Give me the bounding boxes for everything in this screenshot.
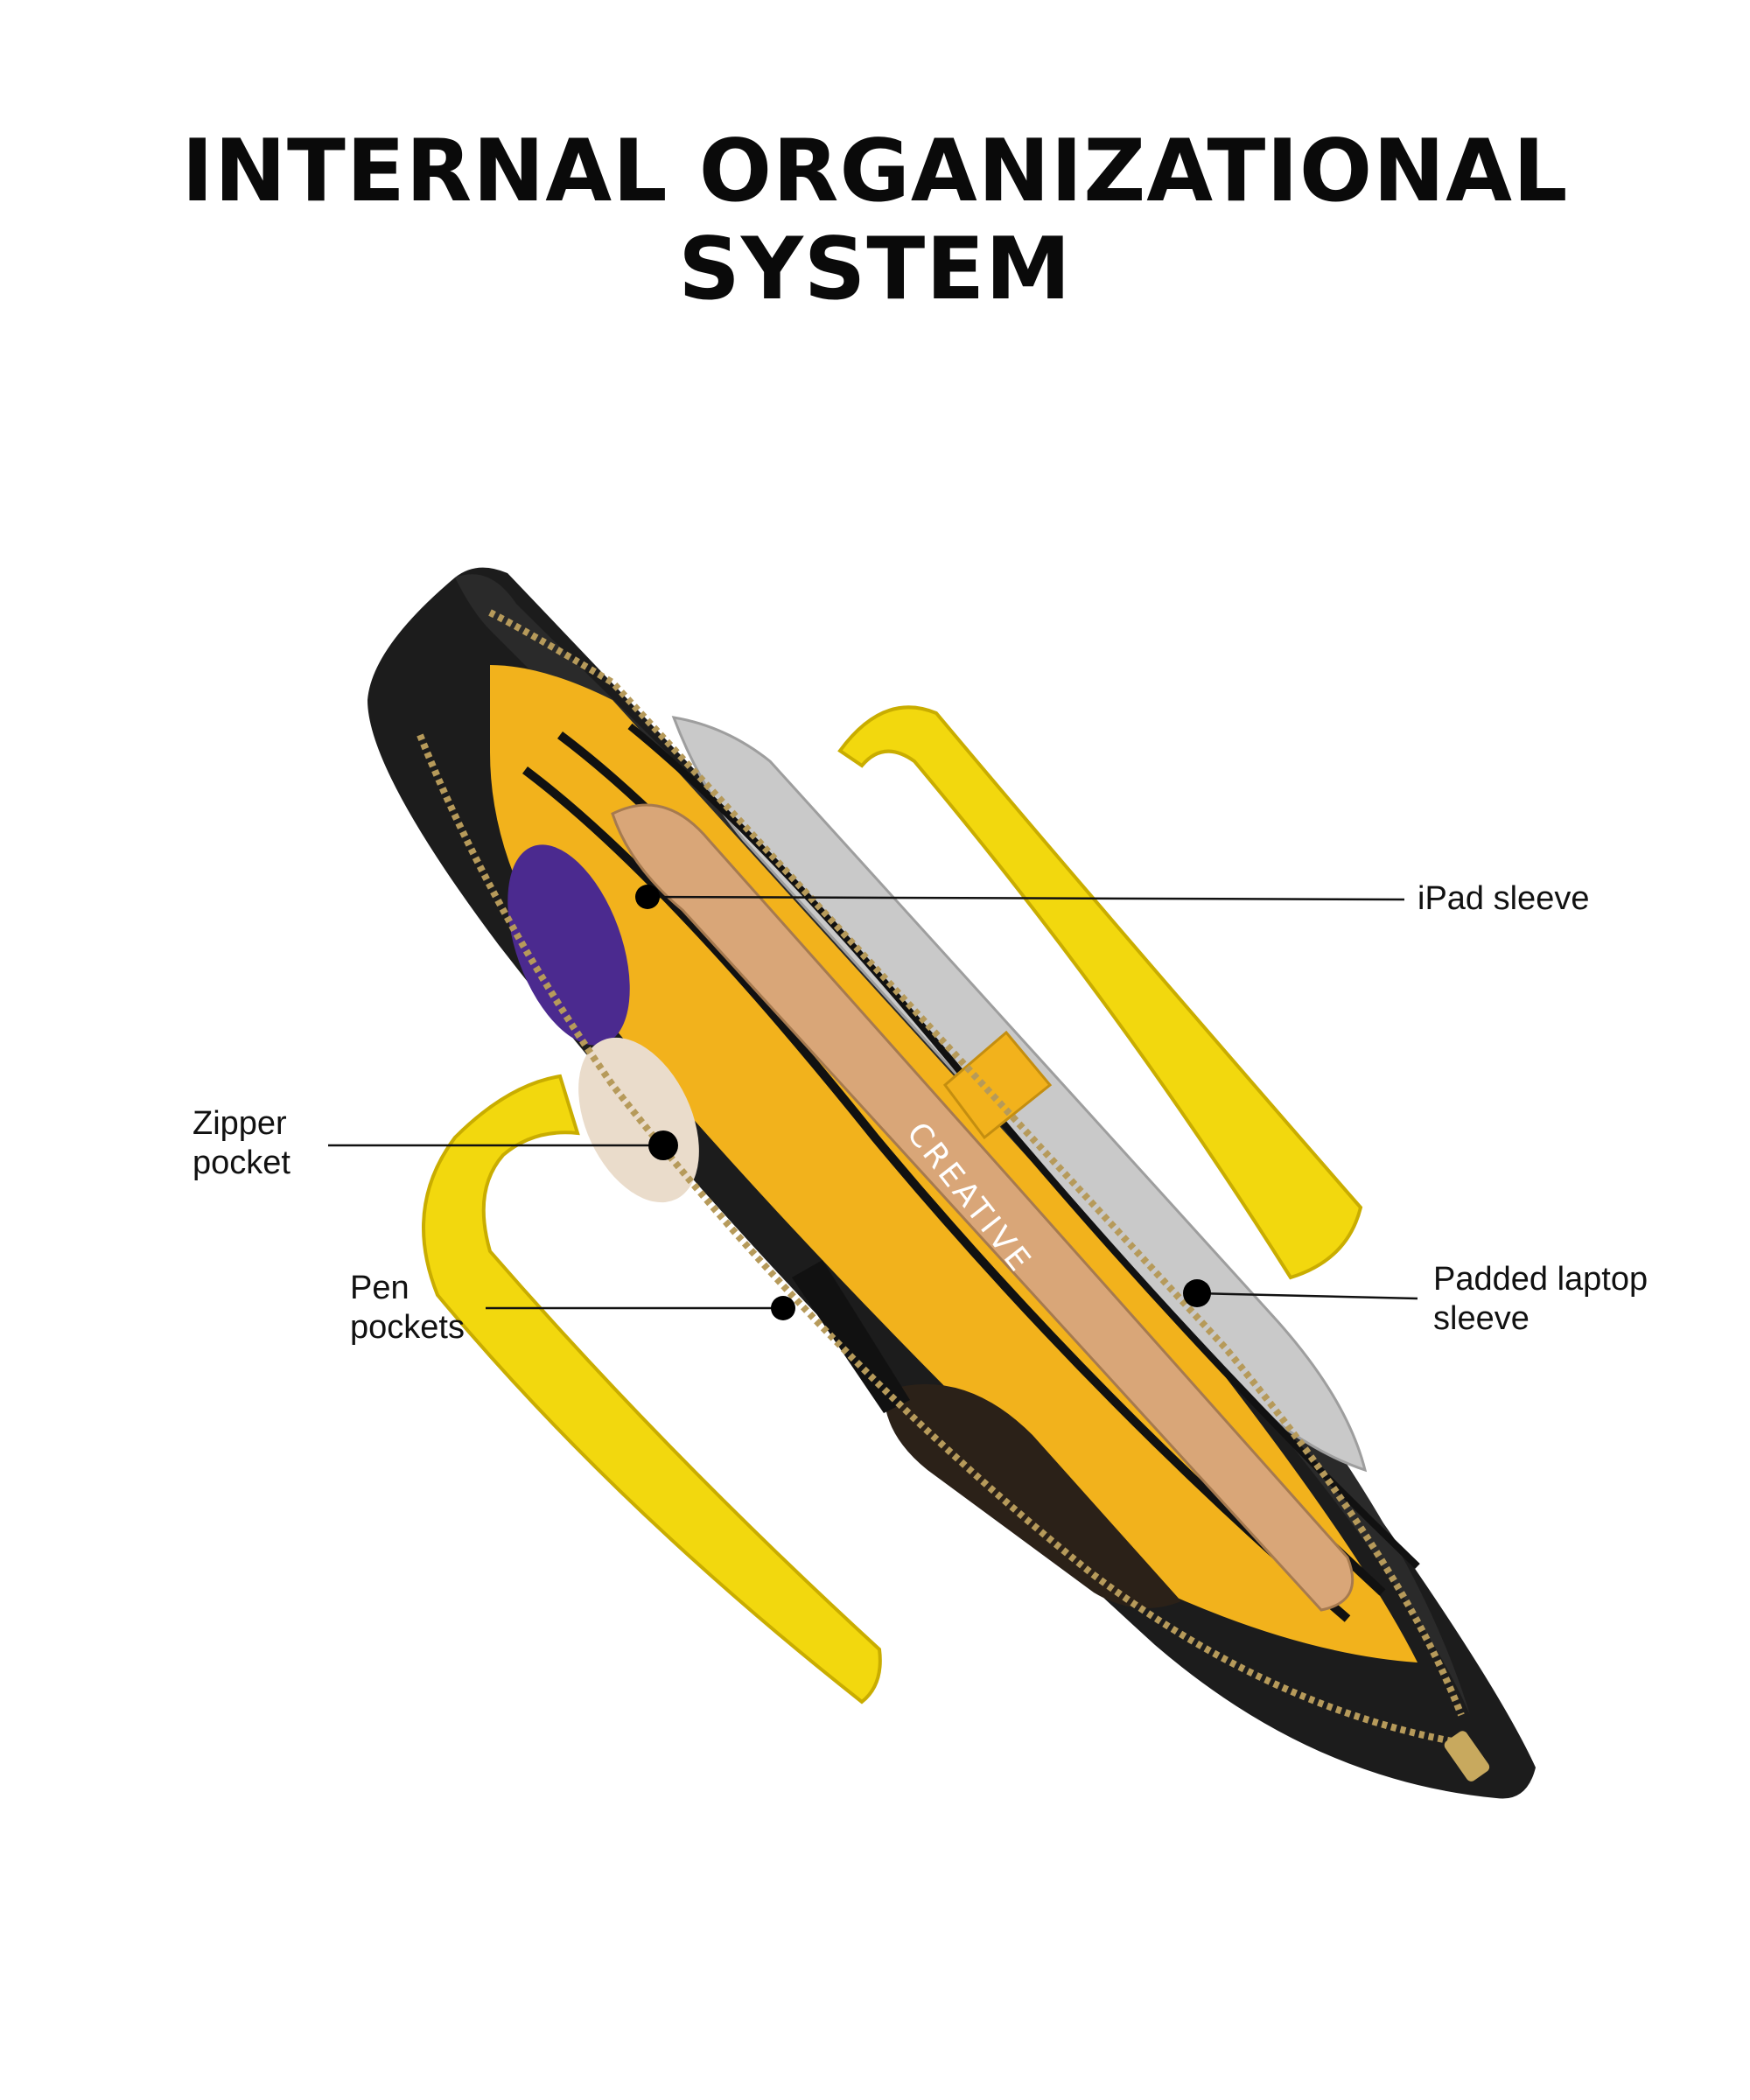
pen bbox=[792, 1260, 910, 1413]
page-title-line-1: INTERNAL ORGANIZATIONAL bbox=[181, 122, 1569, 221]
notebook bbox=[611, 803, 1354, 1612]
callout-padded-laptop-sleeve-line-1: Padded laptop bbox=[1433, 1261, 1648, 1298]
page-title-line-2: SYSTEM bbox=[678, 220, 1072, 319]
callout-ipad-sleeve-text: iPad sleeve bbox=[1418, 880, 1590, 917]
callout-dot-pen bbox=[771, 1296, 795, 1320]
callout-ipad-sleeve: iPad sleeve bbox=[1418, 879, 1589, 919]
callout-line-ipad bbox=[647, 895, 1405, 901]
callout-dot-ipad bbox=[635, 885, 660, 909]
callout-dot-zipper bbox=[648, 1130, 678, 1160]
callout-zipper-pocket: Zipper pocket bbox=[192, 1104, 290, 1183]
callout-pen-pockets: Pen pockets bbox=[350, 1269, 465, 1348]
callout-zipper-pocket-line-2: pocket bbox=[192, 1144, 290, 1181]
back-handle bbox=[837, 705, 1363, 1280]
callout-pen-pockets-line-1: Pen bbox=[350, 1270, 410, 1306]
sleeve-divider-1 bbox=[522, 766, 1351, 1622]
elastic-strap bbox=[942, 1030, 1053, 1140]
callout-dot-laptop bbox=[1183, 1279, 1211, 1307]
umbrella bbox=[508, 844, 630, 1046]
snack-bar bbox=[884, 1383, 1181, 1608]
zipper-track-lower bbox=[416, 733, 1453, 1745]
page-title: INTERNAL ORGANIZATIONAL SYSTEM bbox=[0, 122, 1750, 318]
callout-padded-laptop-sleeve: Padded laptop sleeve bbox=[1433, 1260, 1648, 1339]
front-handle bbox=[422, 1074, 882, 1704]
callout-line-laptop bbox=[1196, 1292, 1418, 1300]
callout-pen-pockets-line-2: pockets bbox=[350, 1309, 465, 1346]
zipper-pull bbox=[1444, 1731, 1490, 1782]
callout-padded-laptop-sleeve-line-2: sleeve bbox=[1433, 1300, 1530, 1337]
callout-zipper-pocket-line-1: Zipper bbox=[192, 1105, 287, 1142]
